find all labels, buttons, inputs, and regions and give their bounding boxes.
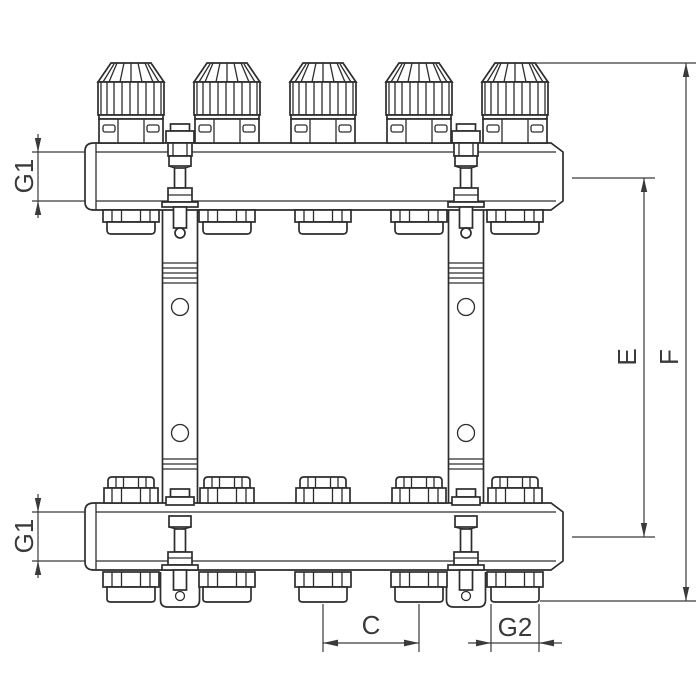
dimension-label-f: F	[654, 349, 684, 365]
thermostatic-cap-4	[385, 62, 453, 144]
dimension-e: E	[572, 177, 655, 538]
dimension-g1-bottom: G1	[9, 494, 86, 578]
dimension-c: C	[322, 604, 420, 652]
bottom-inlet-union-3	[295, 476, 351, 504]
top-union-1	[102, 209, 160, 235]
bottom-inlet-union-5	[487, 476, 543, 504]
top-union-4	[390, 209, 448, 235]
circuit-outlet-4	[390, 571, 448, 603]
thermostatic-cap-1	[97, 62, 165, 144]
bottom-inlet-union-1	[103, 476, 159, 504]
dimension-f: F	[533, 62, 696, 602]
top-union-2	[198, 209, 256, 235]
bottom-inlet-union-2	[199, 476, 255, 504]
dimension-g1-top: G1	[9, 134, 86, 218]
top-union-5	[486, 209, 544, 235]
top-union-3	[294, 209, 352, 235]
supply-manifold-bar	[84, 142, 564, 211]
dimension-label-g1-top: G1	[9, 159, 39, 194]
thermostatic-cap-3	[289, 62, 357, 144]
dimension-label-e: E	[612, 348, 642, 365]
dimension-label-g2: G2	[498, 612, 533, 642]
return-manifold-bar	[84, 502, 564, 571]
circuit-outlet-2	[198, 571, 256, 603]
circuit-outlet-1	[102, 571, 160, 603]
dimension-label-g1-bottom: G1	[9, 519, 39, 554]
thermostatic-cap-2	[193, 62, 261, 144]
bottom-inlet-union-4	[391, 476, 447, 504]
circuit-outlet-3	[294, 571, 352, 603]
circuit-outlet-5	[486, 571, 544, 603]
thermostatic-cap-5	[481, 62, 549, 144]
dimension-label-c: C	[362, 610, 381, 640]
dimension-g2: G2	[468, 604, 562, 652]
